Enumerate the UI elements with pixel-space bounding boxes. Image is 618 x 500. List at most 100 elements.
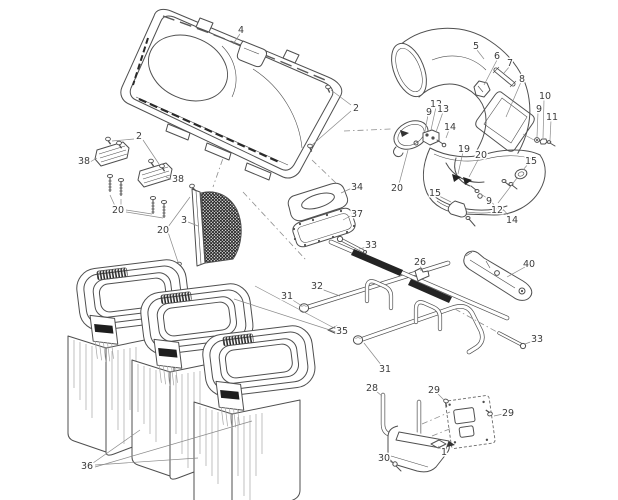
leader-line-36 (92, 429, 141, 464)
leader-line-20 (167, 231, 179, 263)
part-label-2: 2 (353, 103, 359, 114)
leader-line-2 (142, 139, 160, 165)
part-label-6: 6 (494, 51, 500, 62)
leader-line-26 (419, 264, 422, 272)
leader-line-15 (522, 163, 529, 171)
leader-line-7 (503, 65, 511, 74)
leader-line-20 (167, 196, 191, 228)
leader-line-1 (437, 445, 444, 450)
leader-line-9 (424, 114, 429, 132)
gasket-37 (292, 207, 356, 248)
leader-line-37 (342, 214, 353, 221)
leader-line-4 (232, 33, 241, 45)
leader-line-10 (542, 99, 545, 139)
leader-line-20 (109, 194, 116, 207)
part-labels-layer: 4256781091112139141920201515912143437332… (76, 24, 559, 474)
leader-line-40 (506, 266, 526, 278)
leader-line-33 (524, 340, 534, 345)
part-label-19: 19 (458, 144, 470, 155)
part-label-38: 38 (172, 174, 184, 185)
part-label-15: 15 (525, 156, 537, 167)
leader-line-20 (468, 157, 480, 178)
leader-line-14 (499, 205, 511, 218)
leader-line-12 (487, 197, 497, 208)
leader-line-20 (125, 211, 164, 219)
part-label-31: 31 (379, 364, 391, 375)
part-label-3: 3 (181, 215, 187, 226)
part-label-20: 20 (112, 205, 124, 216)
part-label-28: 28 (366, 383, 378, 394)
leader-line-9 (478, 192, 488, 199)
part-label-33: 33 (365, 240, 377, 251)
leader-line-5 (476, 49, 485, 60)
mesh-screen-3 (175, 183, 242, 271)
part-label-37: 37 (351, 209, 363, 220)
part-label-9: 9 (536, 104, 542, 115)
leader-line-13 (435, 111, 444, 133)
leader-line-8 (505, 81, 522, 118)
support-frame (298, 235, 527, 355)
construction-lines (212, 120, 392, 261)
leader-line-9 (536, 111, 539, 138)
leader-line-35 (233, 298, 337, 333)
part-label-40: 40 (523, 259, 535, 270)
leader-line-32 (320, 288, 341, 297)
part-label-20: 20 (157, 225, 169, 236)
part-label-38: 38 (78, 156, 90, 167)
leader-line-29 (436, 392, 445, 401)
part-label-7: 7 (507, 58, 513, 69)
part-label-36: 36 (81, 461, 93, 472)
part-label-9: 9 (486, 196, 492, 207)
lid-part-4 (120, 8, 343, 181)
leader-line-35 (254, 285, 337, 330)
part-label-4: 4 (238, 25, 244, 36)
leader-line-3 (187, 221, 199, 227)
part-label-11: 11 (546, 112, 558, 123)
leader-line-31 (290, 298, 303, 307)
bracket-assemblies-38 (94, 136, 173, 219)
part-label-2: 2 (136, 131, 142, 142)
part-label-15: 15 (429, 188, 441, 199)
part-label-14: 14 (444, 122, 456, 133)
part-label-10: 10 (539, 91, 551, 102)
blade-40 (463, 250, 533, 301)
part-label-34: 34 (351, 182, 363, 193)
part-label-33: 33 (531, 334, 543, 345)
leader-line-2 (311, 110, 352, 146)
part-label-5: 5 (473, 41, 479, 52)
leader-line-12 (430, 106, 437, 131)
part-label-31: 31 (281, 291, 293, 302)
plate-34 (287, 182, 349, 222)
part-label-9: 9 (426, 107, 432, 118)
leader-line-15 (438, 195, 452, 203)
part-label-29: 29 (502, 408, 514, 419)
leader-lines-layer (89, 33, 552, 468)
leader-line-11 (549, 119, 552, 141)
part-label-12: 12 (491, 205, 503, 216)
leader-line-33 (358, 246, 368, 250)
part-label-30: 30 (378, 453, 390, 464)
leader-line-30 (387, 459, 395, 465)
part-label-20: 20 (475, 150, 487, 161)
part-label-12: 12 (430, 99, 442, 110)
leader-line-38 (89, 157, 98, 163)
leader-line-29 (493, 413, 504, 417)
leader-line-19 (457, 151, 464, 175)
mount-bracket-assembly (380, 392, 496, 473)
part-label-1: 1 (441, 447, 447, 458)
part-label-32: 32 (311, 281, 323, 292)
part-label-35: 35 (336, 326, 348, 337)
part-label-13: 13 (437, 104, 449, 115)
part-label-29: 29 (428, 385, 440, 396)
part-label-8: 8 (519, 74, 525, 85)
leader-line-2 (111, 138, 135, 142)
leader-line-20 (125, 209, 153, 215)
chute-assembly (391, 27, 556, 227)
leader-line-36 (94, 457, 199, 466)
leader-line-14 (445, 129, 450, 139)
leader-line-6 (483, 59, 498, 86)
leader-line-28 (375, 390, 383, 397)
leader-line-36 (94, 420, 253, 468)
